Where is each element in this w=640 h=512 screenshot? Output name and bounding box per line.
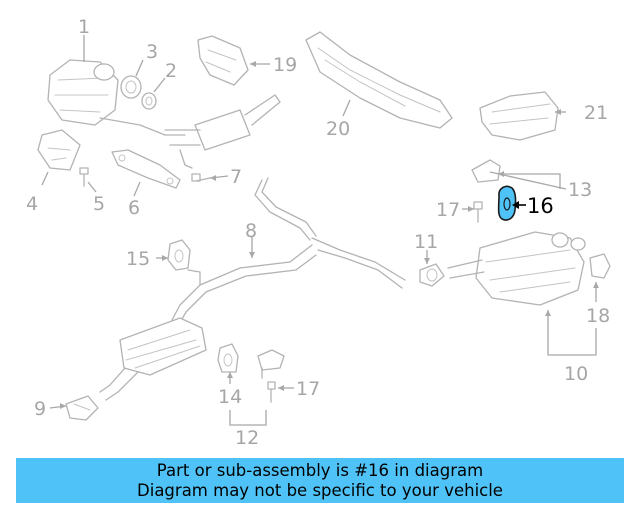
part-6-gasket-flange	[111, 149, 181, 189]
callout-15: 15	[126, 248, 150, 270]
part-16-rubber-hanger-highlighted	[497, 185, 517, 221]
part-18-bracket	[589, 253, 611, 279]
callout-12: 12	[235, 427, 259, 449]
part-3-gasket-ring	[120, 75, 142, 99]
part-12-bracket	[257, 349, 285, 379]
callout-17-lower: 17	[296, 378, 320, 400]
callout-16-arrow	[512, 201, 526, 209]
callout-2: 2	[165, 60, 177, 82]
callout-14: 14	[218, 386, 242, 408]
part-8-intermediate-pipe	[171, 177, 406, 327]
callout-20: 20	[326, 118, 350, 140]
callout-21: 21	[584, 102, 608, 124]
callout-11: 11	[414, 231, 438, 253]
callout-6: 6	[128, 197, 140, 219]
part-21-heat-shield-rear	[479, 91, 559, 141]
callout-10: 10	[564, 363, 588, 385]
part-17-bolt-upper	[473, 201, 483, 223]
part-13-bracket	[471, 159, 501, 183]
callout-8: 8	[245, 220, 257, 242]
part-20-tunnel-heat-shield	[305, 31, 453, 129]
callout-4: 4	[26, 193, 38, 215]
callout-18: 18	[586, 305, 610, 327]
part-2-clamp-ring	[141, 92, 157, 110]
part-5-bolt	[79, 167, 89, 187]
callout-13: 13	[568, 179, 592, 201]
part-10-rear-muffler	[447, 231, 586, 306]
callout-16-highlighted: 16	[527, 194, 554, 218]
part-11-clamp	[419, 263, 445, 287]
callout-5: 5	[93, 193, 105, 215]
banner-line-2: Diagram may not be specific to your vehi…	[137, 480, 503, 500]
info-banner: Part or sub-assembly is #16 in diagram D…	[16, 458, 624, 503]
front-pipe-cat	[164, 94, 281, 169]
callout-19: 19	[273, 54, 297, 76]
front-muffler	[99, 317, 207, 401]
callout-17-upper: 17	[436, 199, 460, 221]
leader-arrowheads	[60, 61, 599, 409]
callout-7: 7	[230, 166, 242, 188]
part-4-bracket	[37, 129, 81, 171]
part-1-catalytic-converter	[47, 59, 186, 136]
part-15-hanger	[167, 239, 191, 271]
part-19-heat-shield	[197, 35, 249, 86]
callout-9: 9	[34, 398, 46, 420]
part-17-bolt-lower	[267, 381, 276, 403]
callout-1: 1	[78, 16, 90, 38]
banner-line-1: Part or sub-assembly is #16 in diagram	[156, 460, 484, 480]
part-7-bolt	[191, 173, 211, 182]
callout-3: 3	[146, 41, 158, 63]
part-9-clamp	[65, 395, 99, 421]
part-14-hanger	[217, 343, 239, 373]
